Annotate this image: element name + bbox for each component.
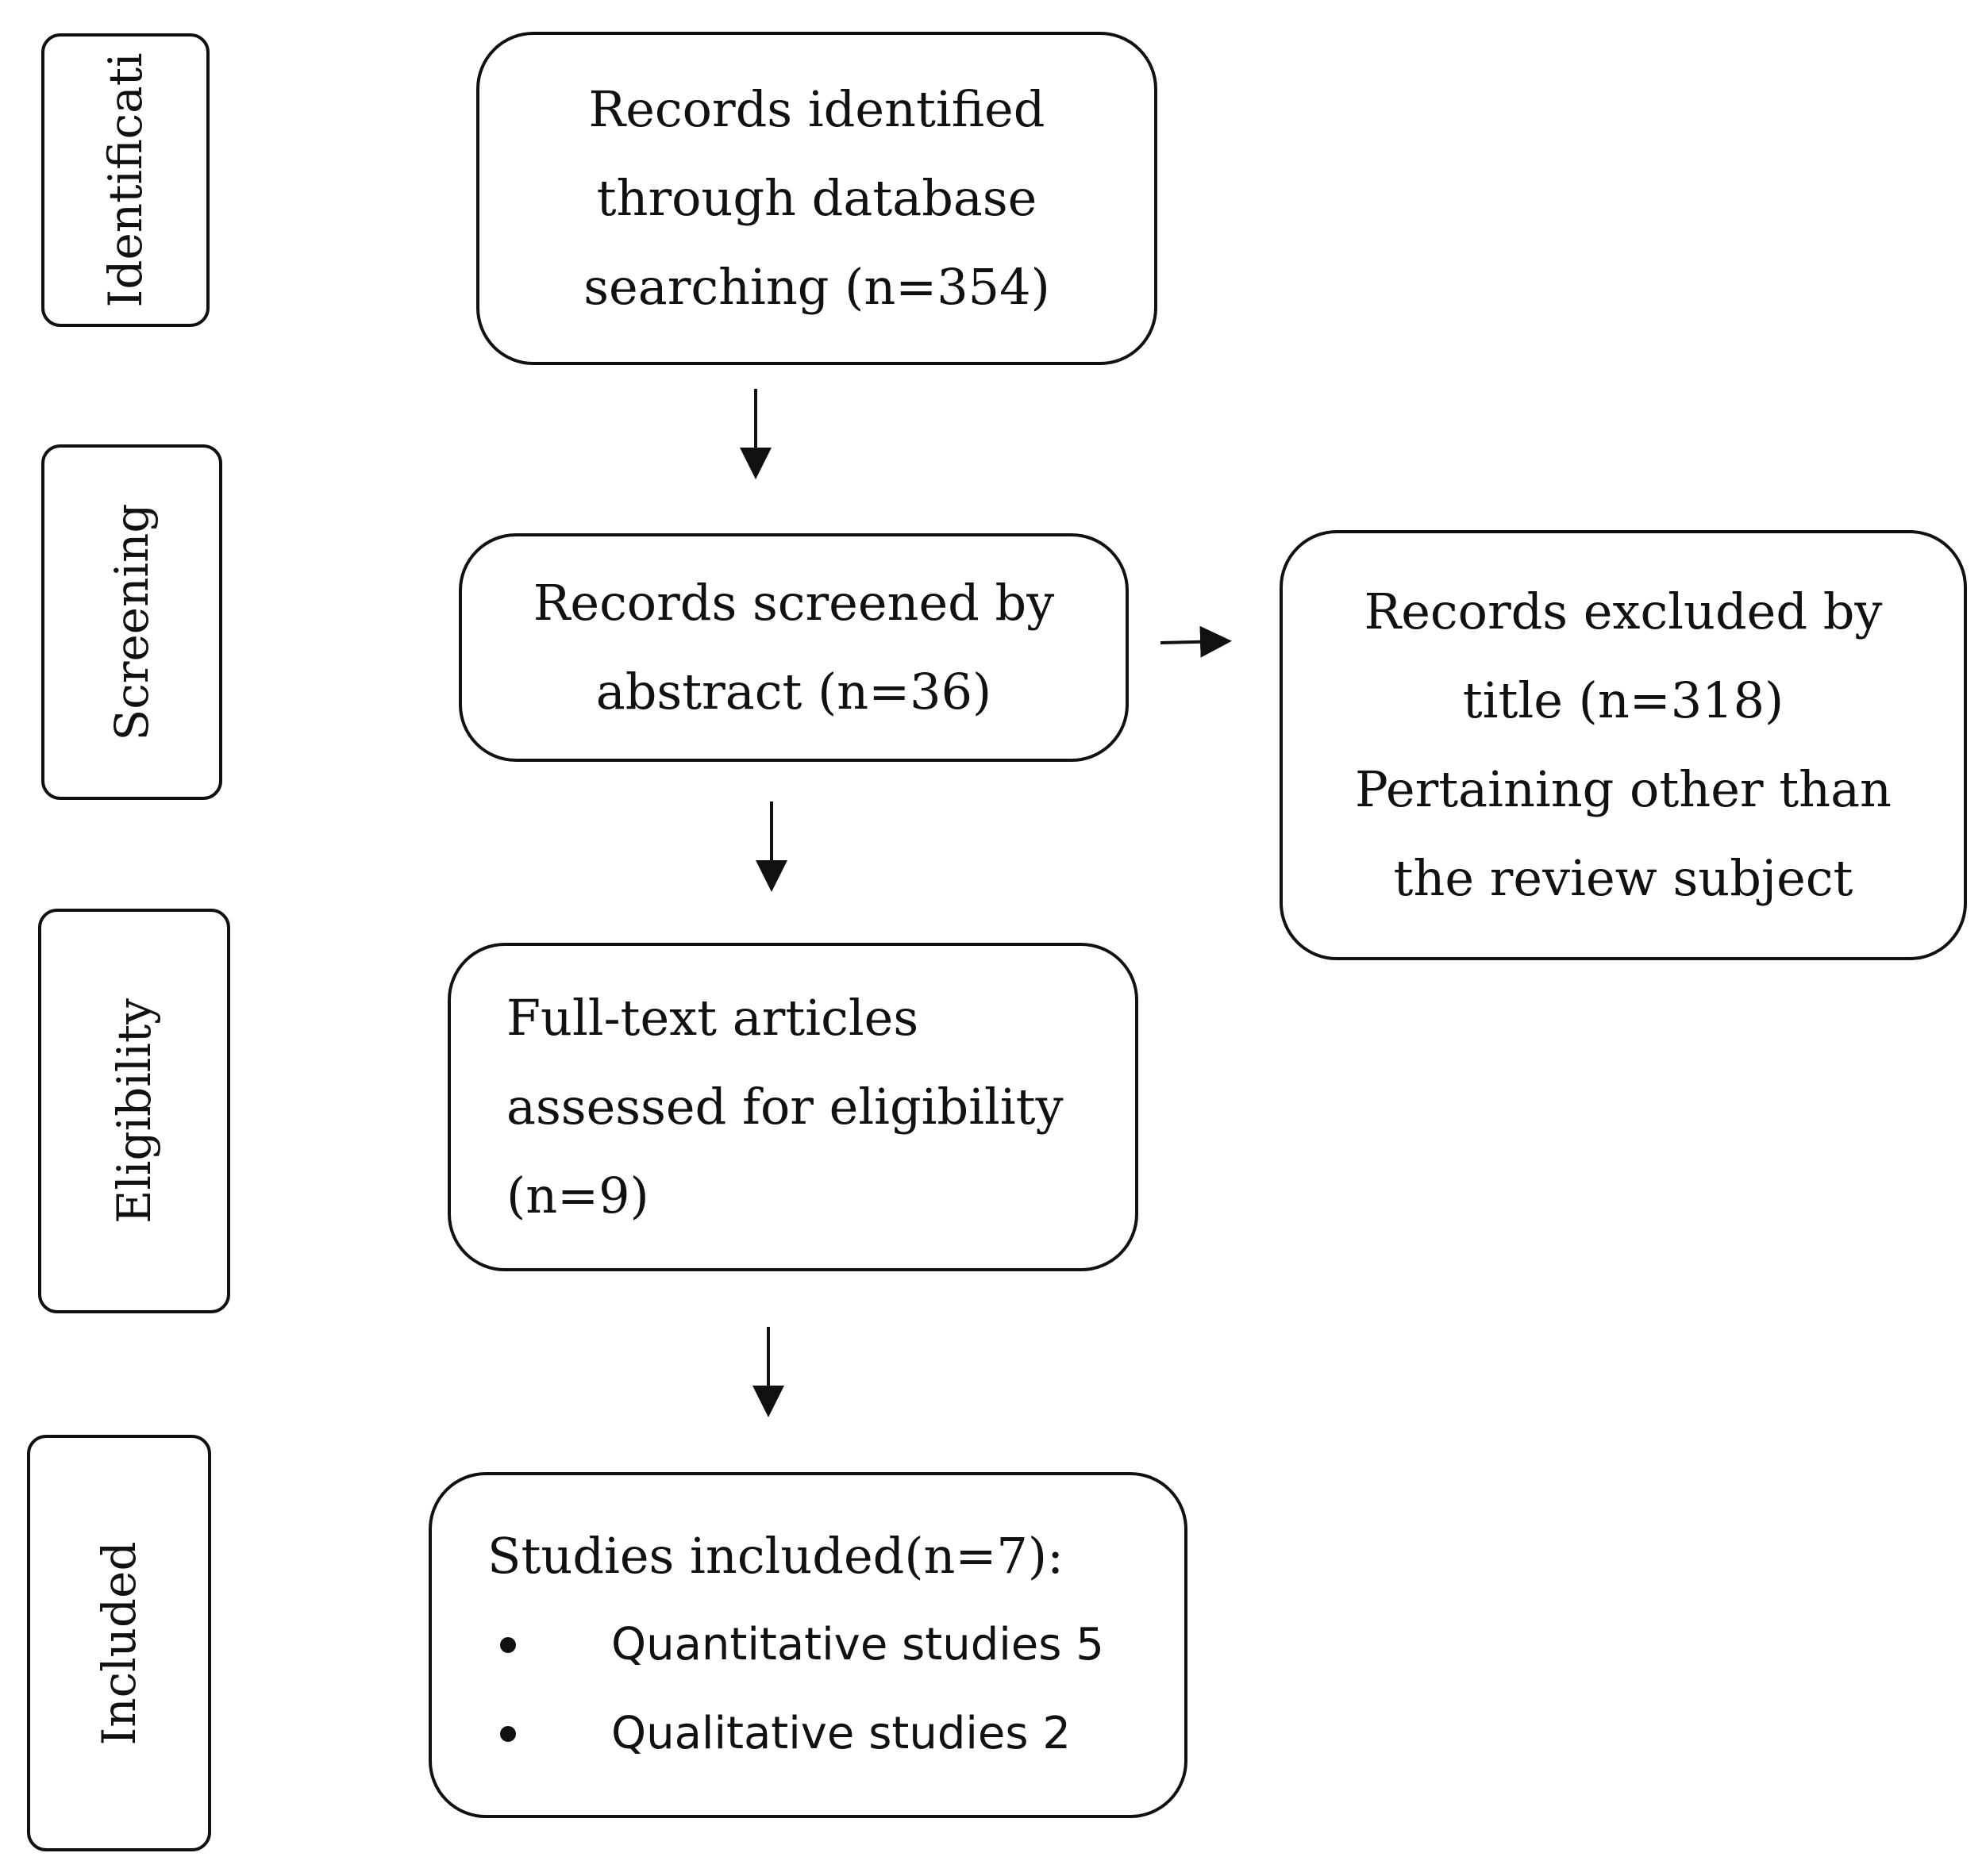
list-item: Quantitative studies 5: [500, 1601, 1104, 1690]
records-identified-box: Records identified through database sear…: [476, 32, 1157, 365]
records-excluded-line: title (n=318): [1462, 671, 1784, 729]
records-screened-line: Records screened by: [533, 574, 1055, 632]
list-item-label: Qualitative studies 2: [611, 1708, 1071, 1759]
eligibility-box: Full-text articles assessed for eligibil…: [448, 943, 1138, 1271]
stage-identification: Identificati: [41, 33, 210, 327]
eligibility-line: assessed for eligibility: [506, 1078, 1064, 1136]
eligibility-line: Full-text articles: [506, 989, 919, 1047]
records-identified-line: Records identified: [588, 80, 1045, 138]
records-screened-line: abstract (n=36): [595, 663, 992, 721]
bullet-icon: [500, 1637, 516, 1653]
records-excluded-line: the review subject: [1393, 849, 1853, 907]
list-item: Qualitative studies 2: [500, 1690, 1071, 1778]
stage-included: Included: [27, 1435, 211, 1851]
records-excluded-line: Pertaining other than: [1354, 760, 1892, 818]
records-identified-line: through database: [596, 169, 1037, 227]
list-item-label: Quantitative studies 5: [611, 1619, 1104, 1670]
arrow-right-screened-to-excluded: [1160, 625, 1232, 658]
records-identified-line: searching (n=354): [583, 258, 1050, 316]
records-screened-box: Records screened by abstract (n=36): [459, 533, 1129, 762]
studies-included-heading: Studies included(n=7):: [487, 1527, 1064, 1585]
records-excluded-box: Records excluded by title (n=318) Pertai…: [1280, 530, 1967, 960]
eligibility-line: (n=9): [506, 1167, 649, 1224]
stage-screening: Screening: [41, 444, 222, 800]
bullet-icon: [500, 1726, 516, 1742]
stage-eligibility: Eligibility: [38, 909, 230, 1313]
studies-included-box: Studies included(n=7): Quantitative stud…: [429, 1472, 1187, 1818]
records-excluded-line: Records excluded by: [1364, 582, 1883, 640]
